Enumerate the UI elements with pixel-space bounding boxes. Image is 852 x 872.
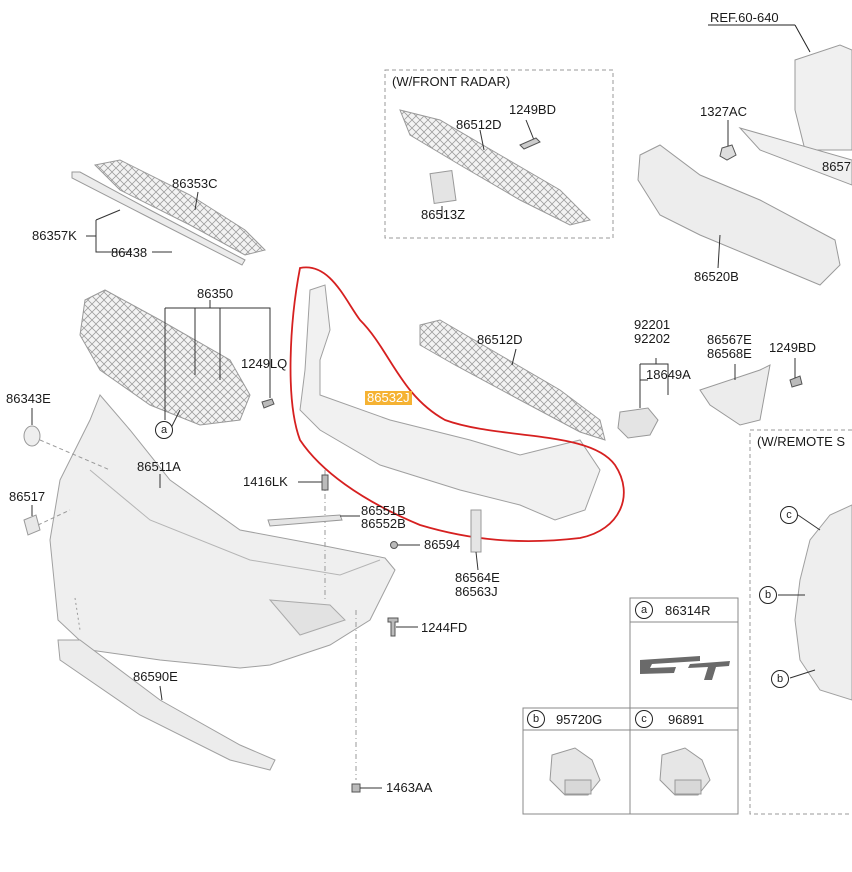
part-92202: 92202	[634, 331, 671, 346]
part-86512D-top: 86512D	[456, 117, 502, 132]
bumper-cover-part	[49, 394, 396, 669]
lower-grille-part	[419, 319, 606, 441]
sensor-c-image	[659, 747, 711, 796]
part-86520B: 86520B	[694, 269, 739, 284]
ref-label: REF.60-640	[710, 10, 779, 25]
part-86564E: 86564E	[455, 570, 500, 585]
red-circle-annotation	[289, 266, 625, 543]
legend-b-part: 95720G	[556, 712, 603, 727]
remote-section-bumper	[794, 504, 852, 701]
part-86511A: 86511A	[137, 459, 181, 474]
part-86563J: 86563J	[455, 584, 498, 599]
callout-a: a	[155, 421, 173, 439]
legend-a-letter: a	[635, 601, 653, 619]
part-1244FD: 1244FD	[421, 620, 468, 635]
part-1463AA: 1463AA	[386, 780, 433, 795]
part-86594: 86594	[424, 537, 461, 552]
part-86517: 86517	[9, 489, 46, 504]
part-86353C: 86353C	[172, 176, 218, 191]
part-86512D-mid: 86512D	[477, 332, 523, 347]
part-86532J-highlighted[interactable]: 86532J	[365, 390, 412, 405]
part-86357K: 86357K	[32, 228, 77, 243]
part-1416LK: 1416LK	[243, 474, 288, 489]
callout-b-remote-upper: b	[759, 586, 777, 604]
legend-c-part: 96891	[668, 712, 705, 727]
energy-absorber-part	[637, 144, 841, 286]
part-1249BD-right: 1249BD	[769, 340, 816, 355]
legend-table	[522, 597, 739, 815]
legend-a-part: 86314R	[665, 603, 711, 618]
bumper-bracket-part	[299, 284, 601, 521]
part-8657: 8657	[822, 159, 851, 174]
part-86567E: 86567E	[707, 332, 752, 347]
front-radar-title: (W/FRONT RADAR)	[392, 74, 511, 89]
part-86513Z: 86513Z	[421, 207, 466, 222]
radar-grille-part	[399, 109, 591, 226]
gt-logo	[640, 656, 730, 680]
molding-strip-part	[71, 171, 246, 266]
part-86551B: 86551B	[361, 503, 406, 518]
part-86568E: 86568E	[707, 346, 752, 361]
part-86438: 86438	[111, 245, 148, 260]
ref-bracket-part	[738, 44, 852, 186]
part-92201: 92201	[634, 317, 671, 332]
callout-c-remote: c	[780, 506, 798, 524]
remote-box	[749, 429, 852, 815]
part-18649A: 18649A	[646, 367, 691, 382]
legend-b-letter: b	[527, 710, 545, 728]
part-1327AC: 1327AC	[700, 104, 747, 119]
sensor-b-image	[549, 747, 601, 796]
part-1249BD-top: 1249BD	[509, 102, 556, 117]
part-86343E: 86343E	[6, 391, 51, 406]
part-86350: 86350	[197, 286, 234, 301]
remote-section-title: (W/REMOTE S	[757, 434, 846, 449]
callout-b-remote-lower: b	[771, 670, 789, 688]
lower-lip-part	[57, 639, 276, 771]
legend-c-letter: c	[635, 710, 653, 728]
upper-garnish-part	[93, 159, 266, 256]
part-86552B: 86552B	[361, 516, 406, 531]
part-1249LQ: 1249LQ	[241, 356, 288, 371]
front-radar-box	[384, 69, 614, 239]
part-86590E: 86590E	[133, 669, 178, 684]
